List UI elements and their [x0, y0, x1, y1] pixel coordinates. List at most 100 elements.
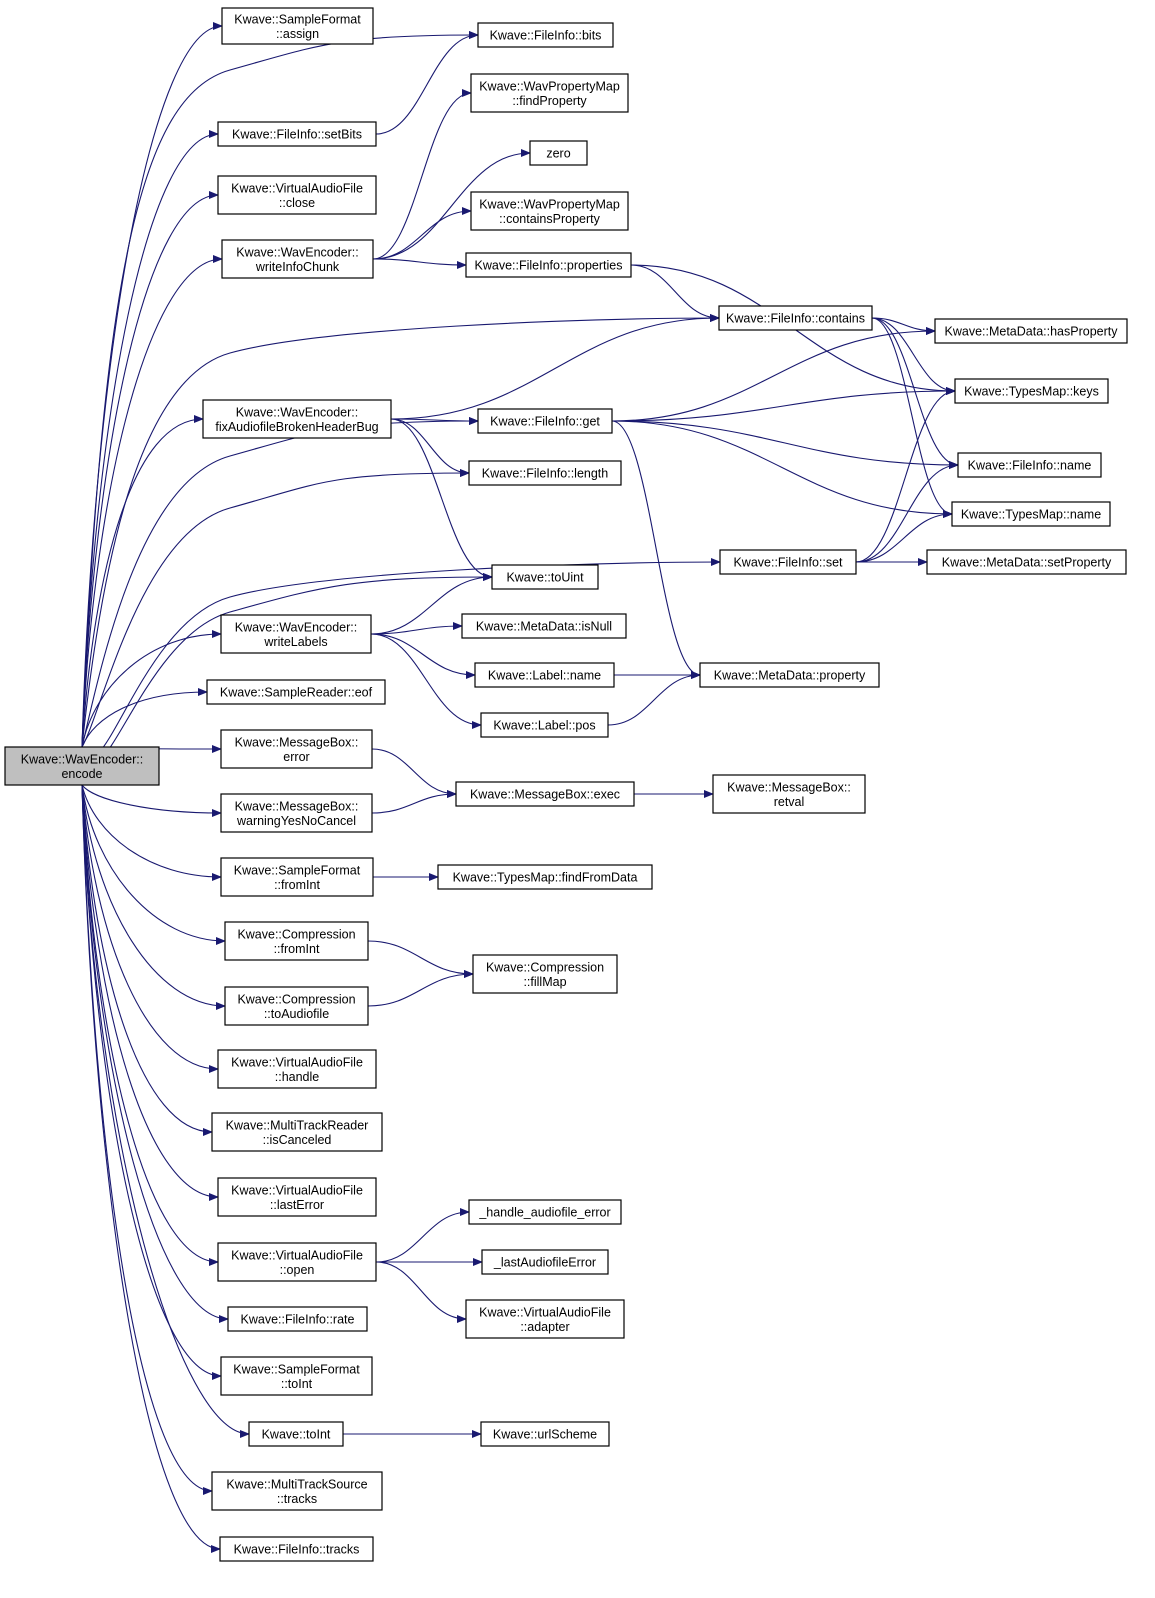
node-box — [461, 613, 627, 639]
node-box — [217, 1242, 377, 1282]
call-edge — [372, 207, 472, 260]
node-box — [4, 746, 160, 786]
function-node[interactable]: Kwave::toUint — [491, 564, 599, 590]
function-node[interactable]: Kwave::WavEncoder::writeInfoChunk — [221, 239, 374, 279]
function-node[interactable]: Kwave::SampleFormat::fromInt — [220, 857, 374, 897]
node-box — [718, 305, 873, 331]
function-node[interactable]: Kwave::FileInfo::contains — [718, 305, 873, 331]
function-node[interactable]: Kwave::VirtualAudioFile::lastError — [217, 1177, 377, 1217]
function-node[interactable]: Kwave::FileInfo::length — [468, 460, 622, 486]
node-box — [480, 712, 609, 738]
node-box — [221, 239, 374, 279]
function-node[interactable]: Kwave::Compression::toAudiofile — [224, 986, 369, 1026]
function-node[interactable]: Kwave::WavEncoder::fixAudiofileBrokenHea… — [202, 399, 392, 439]
function-node[interactable]: Kwave::SampleFormat::assign — [221, 7, 374, 45]
node-label: Kwave::VirtualAudioFile — [231, 1248, 363, 1262]
function-node[interactable]: Kwave::VirtualAudioFile::open — [217, 1242, 377, 1282]
node-label: Kwave::FileInfo::tracks — [234, 1543, 360, 1557]
call-edge — [611, 420, 959, 469]
function-node[interactable]: Kwave::MessageBox::warningYesNoCancel — [220, 793, 373, 833]
call-edge — [81, 469, 470, 748]
node-label: Kwave::MetaData::setProperty — [942, 556, 1112, 570]
function-node[interactable]: Kwave::toInt — [248, 1421, 344, 1447]
function-node[interactable]: Kwave::TypesMap::keys — [954, 378, 1109, 404]
function-node[interactable]: Kwave::MetaData::hasProperty — [934, 318, 1128, 344]
function-node[interactable]: zero — [529, 140, 588, 166]
function-node[interactable]: Kwave::MultiTrackSource::tracks — [211, 1471, 383, 1511]
function-node[interactable]: Kwave::SampleReader::eof — [206, 679, 386, 705]
node-label: ::findProperty — [512, 94, 587, 108]
node-box — [437, 864, 653, 890]
function-node[interactable]: Kwave::FileInfo::rate — [227, 1306, 368, 1332]
call-edge — [81, 784, 250, 1438]
call-edge — [81, 784, 226, 1010]
node-label: Kwave::FileInfo::properties — [475, 259, 623, 273]
function-node[interactable]: Kwave::WavPropertyMap::findProperty — [470, 73, 629, 113]
function-node[interactable]: Kwave::MessageBox::retval — [712, 774, 866, 814]
function-node[interactable]: Kwave::MetaData::property — [699, 662, 880, 688]
node-label: Kwave::SampleFormat — [234, 863, 361, 877]
function-node[interactable]: Kwave::urlScheme — [480, 1421, 610, 1447]
call-edge — [81, 784, 213, 1136]
function-node[interactable]: Kwave::MetaData::setProperty — [926, 549, 1127, 575]
node-box — [491, 564, 599, 590]
function-node[interactable]: Kwave::MultiTrackReader::isCanceled — [211, 1112, 383, 1152]
node-box — [712, 774, 866, 814]
function-node[interactable]: Kwave::FileInfo::bits — [477, 22, 614, 48]
function-node[interactable]: _handle_audiofile_error — [468, 1199, 622, 1225]
node-box — [480, 1421, 610, 1447]
node-label: ::isCanceled — [263, 1133, 332, 1147]
function-node[interactable]: Kwave::Compression::fillMap — [472, 954, 618, 994]
node-label: Kwave::Compression — [486, 960, 604, 974]
function-node[interactable]: Kwave::FileInfo::setBits — [217, 121, 377, 147]
node-label: Kwave::VirtualAudioFile — [231, 181, 363, 195]
function-node[interactable]: Kwave::VirtualAudioFile::adapter — [465, 1299, 625, 1339]
function-node[interactable]: Kwave::WavEncoder::encode — [4, 746, 160, 786]
function-node[interactable]: _lastAudiofileError — [481, 1249, 609, 1275]
function-node[interactable]: Kwave::VirtualAudioFile::handle — [217, 1049, 377, 1089]
function-node[interactable]: Kwave::FileInfo::set — [719, 549, 857, 575]
node-label: encode — [61, 767, 102, 781]
call-edge — [390, 314, 720, 420]
node-box — [219, 1536, 374, 1562]
node-label: Kwave::VirtualAudioFile — [231, 1183, 363, 1197]
function-node[interactable]: Kwave::MessageBox::error — [220, 729, 373, 769]
call-edge — [81, 314, 720, 748]
function-node[interactable]: Kwave::WavEncoder::writeLabels — [220, 614, 372, 654]
function-node[interactable]: Kwave::MetaData::isNull — [461, 613, 627, 639]
node-label: Kwave::VirtualAudioFile — [231, 1055, 363, 1069]
function-node[interactable]: Kwave::Label::pos — [480, 712, 609, 738]
node-label: Kwave::WavPropertyMap — [479, 197, 620, 211]
call-edge — [81, 784, 222, 817]
node-box — [224, 986, 369, 1026]
node-label: Kwave::FileInfo::setBits — [232, 128, 362, 142]
node-label: Kwave::FileInfo::rate — [241, 1313, 355, 1327]
node-label: Kwave::MetaData::property — [714, 669, 866, 683]
call-edge — [855, 387, 956, 563]
function-node[interactable]: Kwave::FileInfo::get — [477, 408, 613, 434]
call-edge — [390, 418, 493, 581]
function-node[interactable]: Kwave::FileInfo::properties — [465, 252, 632, 278]
function-node[interactable]: Kwave::SampleFormat::toInt — [220, 1356, 373, 1396]
function-node[interactable]: Kwave::Compression::fromInt — [224, 921, 369, 961]
node-label: Kwave::WavEncoder:: — [236, 405, 359, 419]
node-label: Kwave::WavEncoder:: — [236, 245, 359, 259]
function-node[interactable]: Kwave::Label::name — [474, 662, 615, 688]
node-label: ::toAudiofile — [264, 1007, 329, 1021]
call-edge — [81, 784, 219, 1073]
function-node[interactable]: Kwave::VirtualAudioFile::close — [217, 175, 377, 215]
call-edge — [81, 688, 208, 748]
function-node[interactable]: Kwave::TypesMap::name — [951, 501, 1111, 527]
node-label: ::fillMap — [523, 975, 566, 989]
node-label: writeInfoChunk — [255, 260, 340, 274]
function-node[interactable]: Kwave::FileInfo::name — [957, 452, 1102, 478]
function-node[interactable]: Kwave::FileInfo::tracks — [219, 1536, 374, 1562]
function-node[interactable]: Kwave::TypesMap::findFromData — [437, 864, 653, 890]
node-label: Kwave::MessageBox:: — [235, 799, 359, 813]
function-node[interactable]: Kwave::MessageBox::exec — [455, 781, 635, 807]
function-node[interactable]: Kwave::WavPropertyMap::containsProperty — [470, 191, 629, 231]
call-edge — [855, 510, 953, 563]
call-edge — [81, 784, 229, 1323]
node-box — [221, 7, 374, 45]
